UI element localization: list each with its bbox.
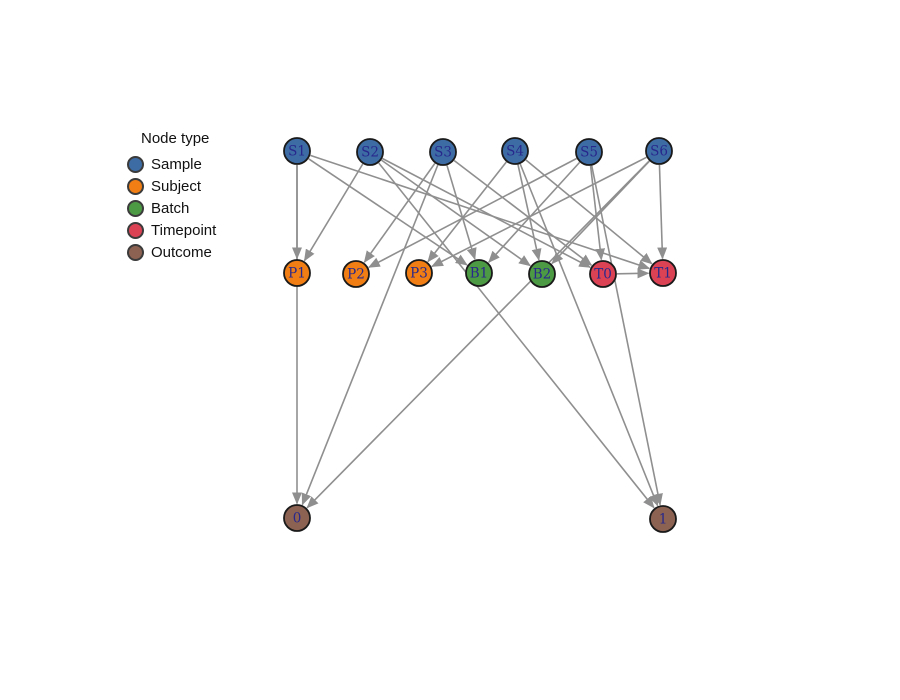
node-label-S3: S3 — [434, 145, 452, 161]
node-circle-S1 — [283, 137, 311, 165]
legend-item-batch: Batch — [127, 200, 216, 217]
node-circle-S3 — [429, 138, 457, 166]
node-label-0: 0 — [293, 511, 302, 527]
legend-label: Batch — [151, 200, 190, 217]
node-S1: S1 — [283, 137, 311, 165]
node-label-P2: P2 — [347, 267, 365, 283]
legend-swatch-sample — [127, 156, 144, 173]
edge-S3-P2 — [363, 162, 436, 264]
edge-S6-P3 — [431, 156, 647, 268]
node-S2: S2 — [356, 138, 384, 166]
node-circle-S2 — [356, 138, 384, 166]
legend-title: Node type — [141, 130, 210, 147]
edge-S1-B1 — [308, 158, 468, 266]
node-S3: S3 — [429, 138, 457, 166]
node-circle-T0 — [589, 260, 617, 288]
node-label-S1: S1 — [288, 144, 306, 160]
node-P2: P2 — [342, 260, 370, 288]
edge-S3-0 — [301, 164, 439, 506]
node-label-1: 1 — [659, 512, 668, 528]
node-B2: B2 — [528, 260, 556, 288]
edge-S5-T0 — [589, 165, 606, 261]
edge-S6-T1 — [657, 164, 668, 260]
edge-S5-B1 — [488, 161, 581, 264]
legend-swatch-subject — [127, 178, 144, 195]
node-circle-P3 — [405, 259, 433, 287]
edge-S5-P2 — [367, 157, 577, 268]
edge-S4-T1 — [525, 159, 653, 265]
edge-S6-0 — [306, 160, 650, 509]
node-label-S4: S4 — [506, 144, 524, 160]
edge-T0-T1 — [616, 268, 650, 279]
node-P3: P3 — [405, 259, 433, 287]
edge-S2-T0 — [382, 157, 592, 268]
node-1: 1 — [649, 505, 677, 533]
node-label-P3: P3 — [410, 266, 428, 282]
legend-swatch-timepoint — [127, 222, 144, 239]
node-label-S5: S5 — [580, 145, 598, 161]
node-circle-S6 — [645, 137, 673, 165]
legend-label: Outcome — [151, 244, 212, 261]
node-circle-P1 — [283, 259, 311, 287]
node-P1: P1 — [283, 259, 311, 287]
edge-S2-1 — [378, 162, 655, 509]
node-circle-S4 — [501, 137, 529, 165]
node-circle-B2 — [528, 260, 556, 288]
node-label-S6: S6 — [650, 144, 668, 160]
legend-item-sample: Sample — [127, 156, 216, 173]
node-S4: S4 — [501, 137, 529, 165]
legend-item-outcome: Outcome — [127, 244, 216, 261]
node-S5: S5 — [575, 138, 603, 166]
node-T0: T0 — [589, 260, 617, 288]
node-circle-B1 — [465, 259, 493, 287]
edge-S1-T1 — [310, 154, 651, 270]
edge-S4-B2 — [517, 164, 542, 261]
node-label-S2: S2 — [361, 145, 379, 161]
node-circle-1 — [649, 505, 677, 533]
node-label-B1: B1 — [470, 266, 489, 282]
node-label-T0: T0 — [594, 267, 612, 283]
edge-S3-B1 — [446, 165, 477, 261]
legend-swatch-outcome — [127, 244, 144, 261]
node-circle-T1 — [649, 259, 677, 287]
legend-item-subject: Subject — [127, 178, 216, 195]
edge-S2-B2 — [380, 159, 531, 267]
node-label-B2: B2 — [533, 267, 552, 283]
edge-S4-1 — [519, 163, 659, 507]
edge-S2-P1 — [303, 163, 364, 262]
node-0: 0 — [283, 504, 311, 532]
edge-S5-1 — [590, 165, 663, 506]
legend-label: Sample — [151, 156, 202, 173]
legend-label: Timepoint — [151, 222, 217, 239]
node-circle-S5 — [575, 138, 603, 166]
node-B1: B1 — [465, 259, 493, 287]
edge-S3-T0 — [453, 159, 593, 266]
legend-item-timepoint: Timepoint — [127, 222, 216, 239]
node-T1: T1 — [649, 259, 677, 287]
legend-label: Subject — [151, 178, 202, 195]
node-label-P1: P1 — [288, 266, 306, 282]
edge-S4-P3 — [427, 161, 507, 263]
legend-swatch-batch — [127, 200, 144, 217]
node-circle-0 — [283, 504, 311, 532]
node-S6: S6 — [645, 137, 673, 165]
node-circle-P2 — [342, 260, 370, 288]
node-label-T1: T1 — [654, 266, 672, 282]
